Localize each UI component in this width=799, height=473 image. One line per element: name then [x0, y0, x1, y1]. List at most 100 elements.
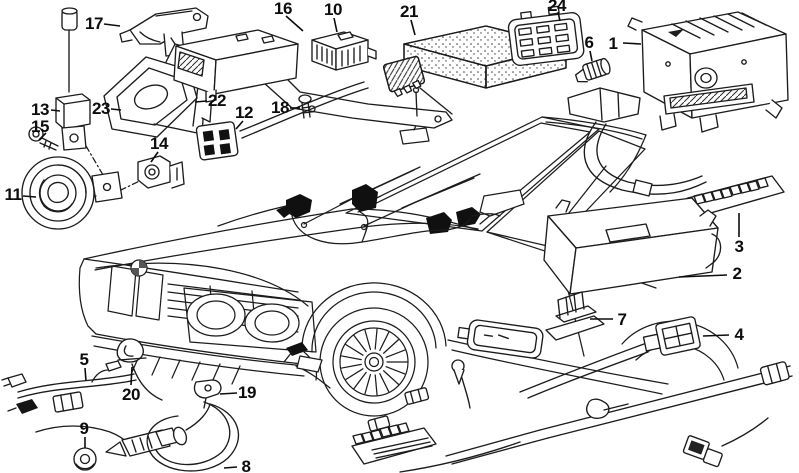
leader-line	[219, 392, 238, 395]
part-number-label: 12	[235, 103, 253, 122]
part-callout-11: 11	[5, 185, 37, 204]
part-number-label: 15	[31, 117, 49, 136]
part-number-label: 4	[735, 325, 745, 344]
small-module-part	[457, 318, 544, 359]
part-number-label: 13	[31, 100, 49, 119]
part-callout-14: 14	[150, 134, 169, 163]
grommet-part	[74, 448, 96, 470]
leader-line	[410, 19, 416, 36]
sub-wiring-harness-part	[2, 361, 136, 414]
wheel-spoke	[354, 372, 366, 388]
wheel-spoke	[380, 374, 389, 392]
wheel-spokes	[342, 329, 407, 395]
part-callout-20: 20	[122, 366, 140, 404]
part-callout-5: 5	[80, 350, 89, 382]
part-callout-17: 17	[85, 14, 121, 33]
part-callout-10: 10	[324, 0, 342, 33]
part-callout-9: 9	[80, 419, 89, 448]
leader-line	[194, 100, 208, 103]
leader-line	[103, 23, 121, 27]
part-number-label: 1	[609, 34, 618, 53]
part-number-label: 22	[208, 91, 226, 110]
cable-to-connector-part	[568, 88, 784, 216]
vented-cover-plate-part	[507, 4, 585, 66]
part-number-label: 6	[585, 33, 594, 52]
part-callout-2: 2	[678, 264, 742, 283]
part-number-label: 24	[548, 0, 567, 15]
part-callout-18: 18	[271, 98, 300, 117]
part-callout-1: 1	[609, 34, 642, 53]
part-callout-24: 24	[548, 0, 567, 22]
part-callout-8: 8	[223, 457, 251, 473]
part-callout-7: 7	[590, 310, 627, 329]
part-number-label: 5	[80, 350, 89, 369]
wheel-spoke	[386, 367, 405, 374]
part-callout-19: 19	[219, 383, 256, 402]
wheel-spoke	[380, 332, 389, 350]
sensor-plug-part	[573, 57, 612, 84]
wheel-spoke	[342, 356, 362, 360]
part-callout-22: 22	[194, 91, 226, 110]
wheel-spoke	[375, 329, 377, 349]
horn-part	[22, 157, 122, 229]
wheel-spoke	[384, 371, 399, 384]
part-number-label: 8	[242, 457, 251, 473]
part-number-label: 17	[85, 14, 103, 33]
part-callout-4: 4	[702, 325, 745, 344]
clamp-clip-part	[117, 339, 146, 362]
leader-line	[702, 334, 730, 337]
part-callout-23: 23	[92, 99, 122, 118]
leader-line	[622, 42, 642, 45]
leader-line	[333, 17, 338, 33]
control-unit-with-bracket-part	[174, 30, 452, 128]
wheel-spoke	[346, 369, 363, 380]
part-number-label: 20	[122, 385, 140, 404]
leader-line	[150, 151, 159, 163]
speedometer-cable-part	[36, 364, 238, 471]
part-number-label: 14	[150, 134, 169, 153]
part-number-label: 7	[618, 310, 627, 329]
leader-line	[678, 274, 728, 278]
part-callout-12: 12	[235, 103, 253, 130]
part-number-label: 9	[80, 419, 89, 438]
part-callout-6: 6	[585, 33, 594, 62]
fastening-screw-part	[299, 95, 311, 118]
part-number-label: 19	[238, 383, 256, 402]
screw-part	[29, 126, 86, 150]
wheel-spoke	[365, 375, 370, 394]
wheel-spoke	[384, 340, 399, 353]
part-callout-21: 21	[400, 2, 418, 36]
hood-wiring-harness	[218, 184, 500, 244]
wheel-spoke	[375, 375, 377, 395]
wheel-spoke	[386, 350, 405, 357]
part-callout-3: 3	[735, 213, 744, 256]
four-pin-connector-part	[196, 56, 452, 161]
relay-part	[312, 32, 376, 70]
harness-part	[284, 316, 792, 472]
part-callout-13: 13	[31, 100, 61, 119]
leader-line	[84, 367, 87, 382]
bmw-roundel	[131, 260, 147, 276]
car-illustration	[79, 117, 738, 416]
leader-line	[589, 50, 593, 62]
leader-line	[223, 466, 238, 469]
sensor-switch-part	[138, 156, 184, 188]
wheel-spoke	[346, 345, 363, 356]
leader-line	[50, 109, 61, 112]
part-callout-16: 16	[274, 0, 304, 32]
part-number-label: 23	[92, 99, 110, 118]
part-number-label: 11	[5, 185, 22, 204]
part-number-label: 3	[735, 237, 744, 256]
part-number-label: 21	[400, 2, 418, 21]
flat-control-module-part	[544, 198, 721, 294]
leader-line	[38, 132, 47, 141]
part-number-label: 2	[733, 264, 742, 283]
wheel-spoke	[365, 330, 370, 349]
leader-line	[110, 108, 122, 111]
leader-line	[130, 366, 133, 386]
leader-line	[22, 195, 37, 198]
wheel-spoke	[342, 364, 362, 368]
leader-line	[235, 120, 244, 130]
